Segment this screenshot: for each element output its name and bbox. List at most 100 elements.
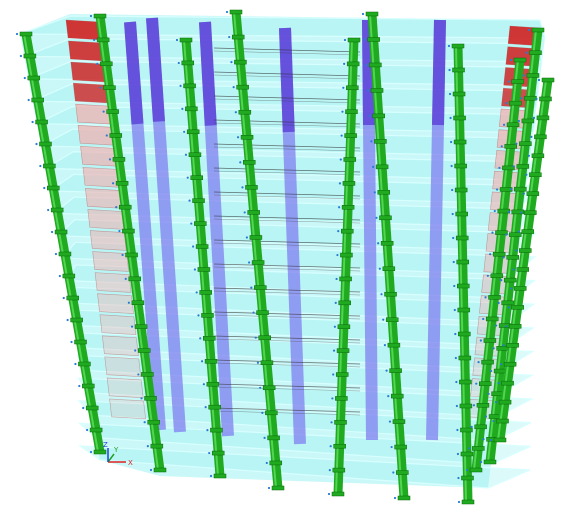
joint-node: [338, 206, 341, 209]
interior-column-top: [146, 17, 165, 122]
column-joint: [47, 185, 60, 191]
joint-node: [482, 317, 485, 321]
floor-beam: [213, 338, 361, 344]
column-joint: [137, 348, 151, 353]
joint-node: [70, 340, 73, 344]
floor-beam: [213, 266, 361, 272]
floor-slab: [77, 422, 531, 465]
core-wall-segment: [89, 230, 127, 251]
column-joint: [331, 491, 345, 497]
joint-node: [500, 363, 503, 366]
joint-node: [479, 460, 483, 464]
perimeter-column-highlight: [97, 15, 159, 471]
column-joint: [50, 207, 64, 213]
column-joint: [109, 133, 123, 138]
joint-node: [341, 110, 344, 113]
joint-node: [472, 404, 476, 407]
column-joint: [267, 435, 280, 441]
floor-beam: [213, 386, 361, 392]
joint-node: [140, 397, 143, 400]
joint-node: [250, 286, 253, 289]
joint-node: [505, 102, 508, 105]
joint-node: [502, 123, 506, 126]
column-joint: [389, 368, 402, 373]
joint-node: [368, 114, 371, 117]
column-joint: [179, 37, 193, 43]
joint-node: [507, 80, 510, 83]
floor-beam: [213, 95, 361, 101]
joint-node: [192, 245, 195, 248]
core-wall-segment: [109, 398, 146, 420]
floor-beam: [213, 194, 361, 200]
joint-node: [366, 89, 370, 92]
column-joint: [134, 324, 148, 329]
joint-node: [329, 445, 332, 448]
joint-node: [124, 277, 127, 280]
column-joint: [245, 185, 258, 190]
column-joint: [394, 444, 407, 450]
column-joint: [514, 186, 527, 192]
joint-node: [515, 249, 518, 252]
column-joint: [469, 467, 483, 473]
column-joint: [452, 91, 466, 97]
joint-node: [512, 268, 515, 271]
column-joint: [58, 251, 72, 257]
interior-column-top: [362, 19, 375, 126]
joint-node: [330, 421, 333, 424]
joint-node: [449, 116, 452, 120]
column-joint: [112, 157, 126, 162]
column-joint: [529, 172, 542, 177]
joint-node: [448, 92, 452, 96]
column-joint: [472, 446, 485, 451]
joint-node: [448, 68, 451, 72]
joint-node: [134, 349, 137, 352]
joint-node: [43, 186, 46, 190]
column-joint: [35, 119, 48, 125]
floor-slab: [65, 264, 536, 300]
column-joint: [488, 295, 501, 300]
column-joint: [392, 419, 406, 424]
interior-column-top: [124, 21, 144, 125]
column-joint: [62, 273, 76, 279]
joint-node: [517, 119, 520, 123]
column-joint: [493, 368, 507, 374]
joint-node: [228, 35, 231, 39]
column-joint: [372, 113, 385, 119]
joint-node: [254, 336, 257, 339]
interior-column-top: [432, 19, 446, 126]
column-joint: [519, 141, 532, 146]
floor-slab: [77, 445, 531, 489]
joint-node: [507, 306, 510, 309]
perimeter-column: [95, 15, 165, 471]
column-joint: [519, 248, 532, 253]
column-joint: [506, 255, 519, 260]
column-joint: [186, 129, 200, 135]
column-joint: [238, 109, 252, 115]
joint-node: [243, 211, 246, 214]
column-joint: [206, 381, 220, 387]
column-joint: [365, 11, 379, 17]
core-wall-segment: [77, 124, 115, 146]
column-joint: [387, 342, 401, 348]
joint-node: [507, 210, 510, 213]
joint-node: [130, 325, 134, 328]
floor-beam: [213, 335, 361, 341]
column-joint: [43, 163, 56, 169]
column-joint: [501, 300, 514, 306]
column-joint: [377, 190, 391, 195]
column-joint: [23, 53, 37, 59]
column-joint: [54, 229, 68, 235]
column-joint: [153, 467, 167, 473]
joint-node: [121, 253, 124, 257]
floor-beam: [213, 290, 361, 296]
joint-node: [380, 293, 383, 296]
column-joint: [509, 100, 522, 106]
perimeter-column-highlight: [23, 33, 99, 453]
joint-node: [197, 314, 200, 317]
joint-node: [484, 415, 488, 418]
joint-node: [74, 362, 77, 366]
joint-node: [184, 153, 188, 156]
joint-node: [343, 38, 347, 42]
column-joint: [541, 77, 555, 83]
